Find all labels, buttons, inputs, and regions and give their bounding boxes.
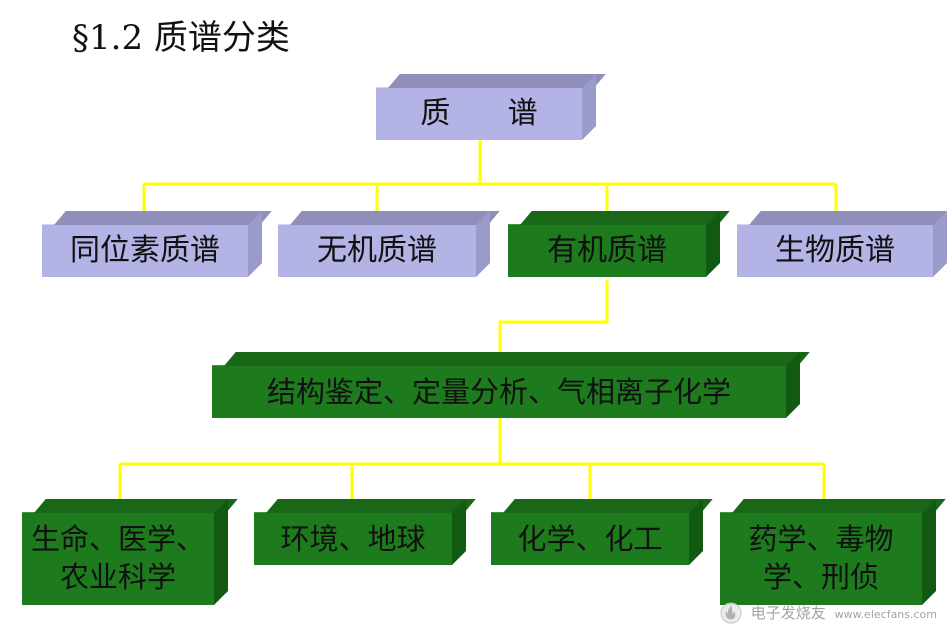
watermark: 电子发烧友 www.elecfans.com xyxy=(720,602,937,625)
node-chemistry: 化学、化工 xyxy=(491,512,689,565)
arrowhead-isotope xyxy=(138,214,150,224)
node-environment: 环境、地球 xyxy=(254,512,452,565)
arrowheads xyxy=(114,214,842,511)
arrowhead-life xyxy=(114,501,126,511)
arrowhead-organic xyxy=(601,214,613,224)
node-life-sciences-line2: 农业科学 xyxy=(59,560,176,594)
arrowhead-pharma xyxy=(818,501,830,511)
node-biological-ms-label: 生物质谱 xyxy=(775,233,895,268)
node-pharmacy: 药学、毒物 学、刑侦 xyxy=(720,512,922,605)
node-applications-label: 结构鉴定、定量分析、气相离子化学 xyxy=(266,374,731,409)
arrowhead-environment xyxy=(346,501,358,511)
node-biological-ms: 生物质谱 xyxy=(737,224,933,277)
node-chemistry-label: 化学、化工 xyxy=(517,521,663,556)
arrowhead-applications xyxy=(494,354,506,364)
node-applications: 结构鉴定、定量分析、气相离子化学 xyxy=(212,365,786,418)
yellow-connectors xyxy=(118,140,838,505)
node-isotope-ms-label: 同位素质谱 xyxy=(70,233,220,268)
node-pharmacy-line2: 学、刑侦 xyxy=(762,560,879,594)
arrowhead-chemistry xyxy=(584,501,596,511)
node-life-sciences: 生命、医学、 农业科学 xyxy=(22,512,214,605)
flame-logo-icon xyxy=(720,602,742,624)
node-pharmacy-line1: 药学、毒物 xyxy=(748,522,894,557)
node-organic-ms-label: 有机质谱 xyxy=(547,233,667,268)
node-environment-label: 环境、地球 xyxy=(280,521,426,556)
node-mass-spectrometry: 质 谱 xyxy=(376,87,582,140)
node-organic-ms: 有机质谱 xyxy=(508,224,706,277)
slide-title: §1.2 质谱分类 xyxy=(72,18,290,58)
node-isotope-ms: 同位素质谱 xyxy=(42,224,248,277)
arrowhead-bio xyxy=(830,214,842,224)
node-life-sciences-line1: 生命、医学、 xyxy=(30,522,205,557)
watermark-text: 电子发烧友 xyxy=(750,603,826,622)
node-inorganic-ms: 无机质谱 xyxy=(278,224,476,277)
organic-to-applications-line xyxy=(498,280,609,358)
watermark-url: www.elecfans.com xyxy=(834,607,937,621)
node-inorganic-ms-label: 无机质谱 xyxy=(317,233,437,268)
arrowhead-inorganic xyxy=(371,214,383,224)
node-mass-spectrometry-label: 质 谱 xyxy=(420,96,538,131)
